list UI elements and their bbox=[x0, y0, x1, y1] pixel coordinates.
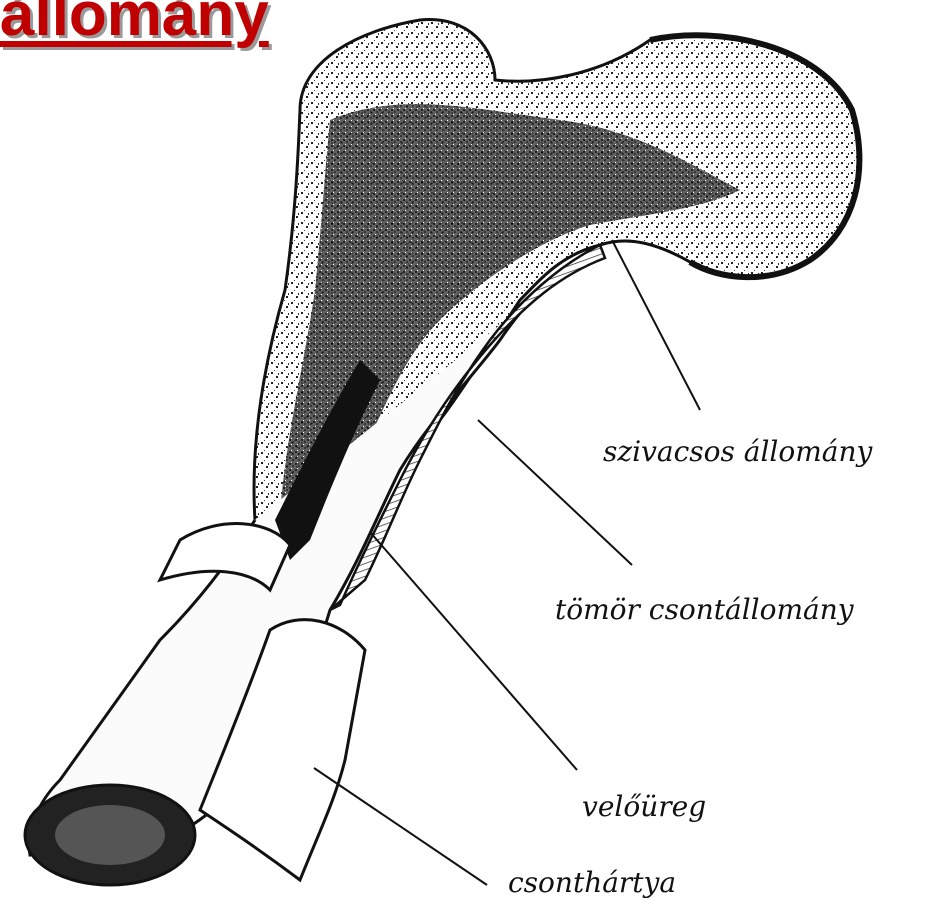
label-spongy-bone: szivacsos állomány bbox=[603, 435, 872, 469]
label-periosteum: csonthártya bbox=[508, 866, 676, 900]
leader-line-marrow bbox=[370, 532, 577, 770]
label-marrow-cavity: velőüreg bbox=[582, 790, 706, 824]
distal-cavity bbox=[55, 805, 165, 865]
leader-line-periosteum bbox=[314, 768, 487, 885]
leader-line-spongy bbox=[612, 240, 700, 410]
label-compact-bone: tömör csontállomány bbox=[555, 593, 854, 627]
